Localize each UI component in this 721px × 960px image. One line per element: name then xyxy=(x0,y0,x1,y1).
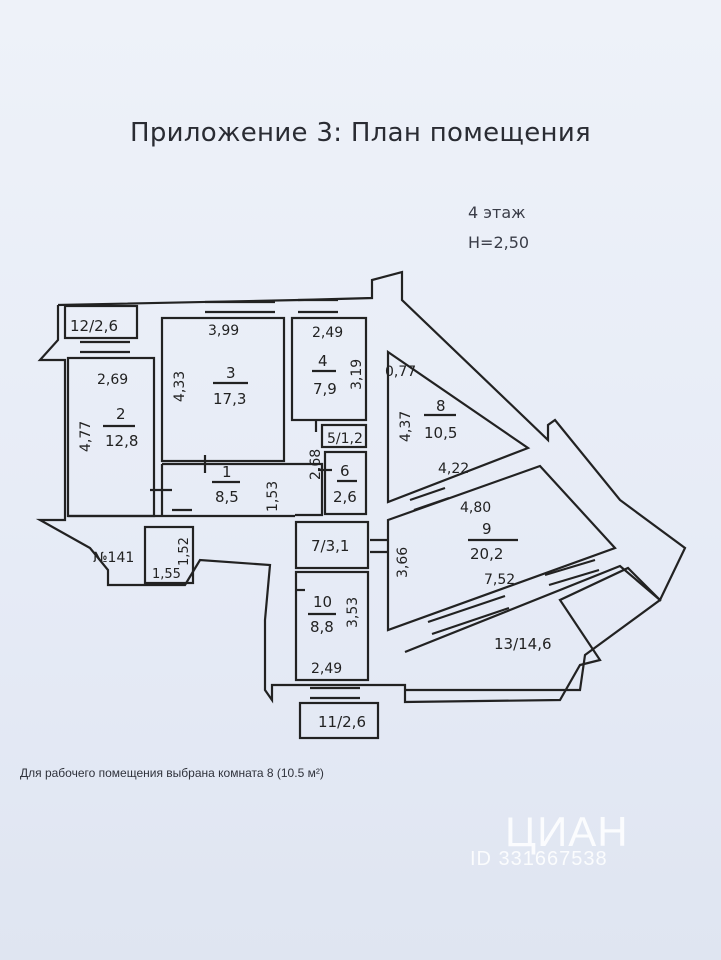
room-10-width: 2,49 xyxy=(311,661,342,677)
room-5-label: 5/1,2 xyxy=(327,431,363,447)
room-10-height: 3,53 xyxy=(345,597,361,628)
room-3-height: 4,33 xyxy=(172,371,188,402)
room-4-width: 2,49 xyxy=(312,325,343,341)
room-9-side-c: 7,52 xyxy=(484,572,515,588)
room-8-side-a: 0,77 xyxy=(385,364,416,380)
cian-watermark: ЦИАН xyxy=(505,808,629,855)
room-3-number: 3 xyxy=(226,364,236,382)
room-4-height: 3,19 xyxy=(349,359,365,390)
room-4-number: 4 xyxy=(318,352,328,370)
room-8-side-b: 4,37 xyxy=(398,411,414,442)
room-2-width: 2,69 xyxy=(97,372,128,388)
room-2-height: 4,77 xyxy=(78,421,94,452)
room-2-number: 2 xyxy=(116,405,126,423)
room-1-number: 1 xyxy=(222,463,232,481)
room-8-side-c: 4,22 xyxy=(438,461,469,477)
room-9-number: 9 xyxy=(482,520,492,538)
small-room-height: 1,52 xyxy=(177,537,192,566)
room-12-label: 12/2,6 xyxy=(70,317,118,335)
room-6-number: 6 xyxy=(340,462,350,480)
ceiling-height-label: Н=2,50 xyxy=(468,233,530,252)
page-title: Приложение 3: План помещения xyxy=(130,118,591,148)
apartment-number: №141 xyxy=(93,550,134,566)
small-room-width: 1,55 xyxy=(152,567,181,582)
room-4-area: 7,9 xyxy=(313,380,337,398)
room-labels: 12/2,6 2,69 2 12,8 4,77 3,99 3 17,3 4,33… xyxy=(70,317,552,731)
room-1-height: 1,53 xyxy=(265,481,281,512)
room-7-label: 7/3,1 xyxy=(311,537,349,555)
room-8-area: 10,5 xyxy=(424,424,457,442)
room-6-height: 2,68 xyxy=(308,449,324,480)
room-6-area: 2,6 xyxy=(333,488,357,506)
room-8-number: 8 xyxy=(436,397,446,415)
room-9-side-b: 3,66 xyxy=(395,547,411,578)
room-9-area: 20,2 xyxy=(470,545,503,563)
room-9-side-a: 4,80 xyxy=(460,500,491,516)
room-10-number: 10 xyxy=(313,593,332,611)
room-1-area: 8,5 xyxy=(215,488,239,506)
room-10-area: 8,8 xyxy=(310,618,334,636)
room-13-label: 13/14,6 xyxy=(494,635,552,653)
listing-id-watermark: ID 331667538 xyxy=(470,848,608,870)
room-3-width: 3,99 xyxy=(208,323,239,339)
floor-label: 4 этаж xyxy=(468,203,526,222)
walls xyxy=(35,270,687,740)
selected-room-note: Для рабочего помещения выбрана комната 8… xyxy=(20,766,324,780)
room-2-area: 12,8 xyxy=(105,432,138,450)
room-11-label: 11/2,6 xyxy=(318,713,366,731)
room-3-area: 17,3 xyxy=(213,390,246,408)
